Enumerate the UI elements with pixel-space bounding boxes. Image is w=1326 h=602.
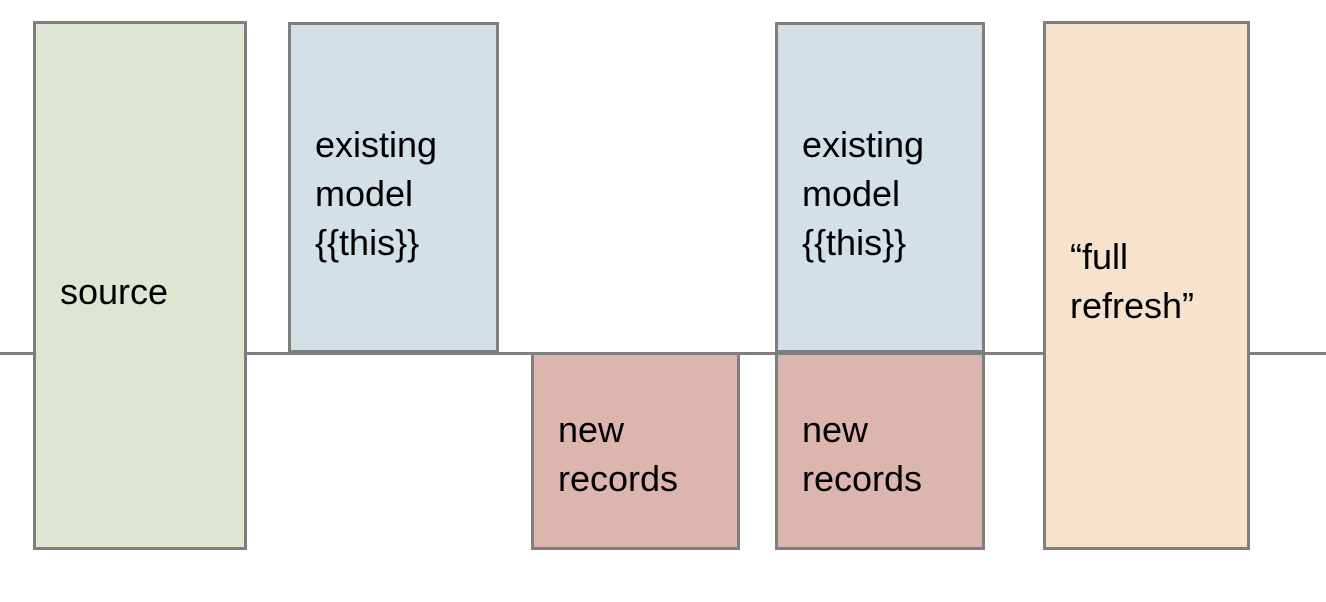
box-full-refresh-label: “full refresh” xyxy=(1070,236,1195,326)
box-new-records-2-label: new records xyxy=(802,409,923,499)
box-full-refresh[interactable]: “full refresh” xyxy=(1043,21,1250,550)
box-existing-model-1-label: existing model {{this}} xyxy=(315,124,438,263)
box-new-records-1-label: new records xyxy=(558,409,679,499)
box-source-label: source xyxy=(60,271,169,312)
box-existing-model-2[interactable]: existing model {{this}} xyxy=(775,22,985,353)
box-existing-model-2-label: existing model {{this}} xyxy=(802,124,925,263)
box-new-records-2[interactable]: new records xyxy=(775,352,985,550)
box-new-records-1[interactable]: new records xyxy=(531,352,740,550)
box-existing-model-1[interactable]: existing model {{this}} xyxy=(288,22,499,353)
box-source[interactable]: source xyxy=(33,21,247,550)
